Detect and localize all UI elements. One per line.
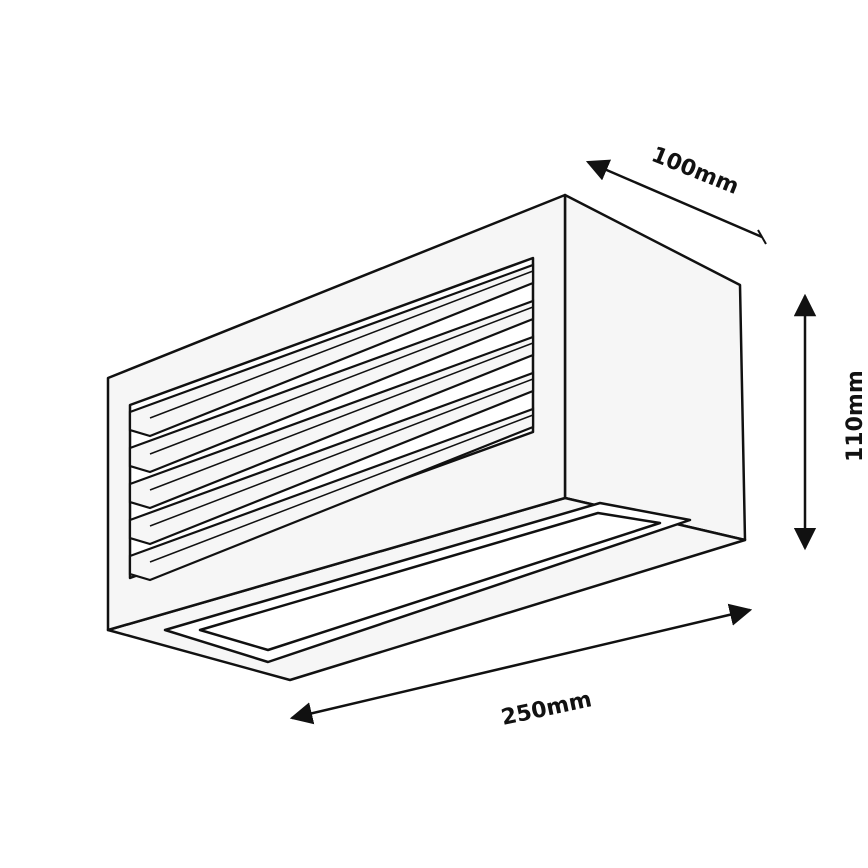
width-arrow (289, 603, 753, 725)
louver-slat (128, 335, 535, 510)
depth-tick (757, 229, 767, 245)
depth-arrow (585, 159, 763, 239)
depth-label: 100mm (648, 142, 742, 200)
height-label: 110mm (843, 370, 868, 462)
louver-slat (128, 407, 535, 582)
louver-slat (128, 371, 535, 546)
louvers (128, 263, 535, 582)
louver-slat (128, 263, 535, 438)
height-dimension: 110mm (793, 293, 868, 551)
louver-edge (149, 342, 534, 491)
louver-edge (149, 414, 534, 563)
louver-slat (128, 299, 535, 474)
louver-edge (149, 378, 534, 527)
width-label: 250mm (499, 687, 594, 731)
louver-edge (149, 270, 534, 419)
louver-edge (149, 306, 534, 455)
side-face (563, 193, 747, 542)
